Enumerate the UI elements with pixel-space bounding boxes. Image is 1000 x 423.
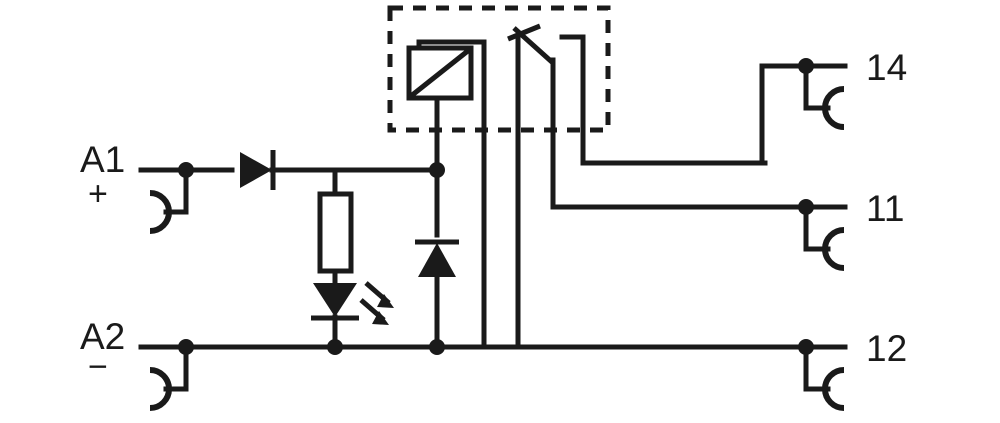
terminal-label-12: 12	[866, 328, 907, 369]
series-diode-body-icon	[240, 152, 272, 188]
freewheeling-diode-body-icon	[418, 243, 456, 277]
terminal-label-a1: A1	[80, 139, 125, 180]
led-body-icon	[313, 283, 357, 317]
terminal-polarity-a1: +	[88, 175, 108, 213]
terminal-label-14: 14	[866, 47, 907, 88]
terminal-clamp-a2-icon	[149, 367, 172, 411]
junction-dot-fwdiode-bottom	[429, 339, 445, 355]
relay-dashed-enclosure	[387, 5, 611, 133]
junction-dot-a1	[178, 162, 194, 178]
terminal-clamp-12-icon	[822, 367, 845, 411]
relay-coil-diagonal-icon	[409, 48, 471, 98]
terminal-clamp-14-icon	[822, 86, 845, 130]
junction-dot-led-bottom	[327, 339, 343, 355]
terminal-clamp-a1-icon	[149, 190, 172, 234]
led-emission-arrows-icon	[359, 281, 394, 325]
junction-dot-a2	[178, 339, 194, 355]
terminal-polarity-a2: −	[88, 348, 108, 386]
terminal-label-11: 11	[866, 188, 904, 229]
contact-pivot-bar-icon	[507, 23, 541, 42]
terminal-clamp-11-icon	[822, 227, 845, 271]
resistor-body-icon	[317, 191, 354, 274]
terminal-label-a2: A2	[80, 316, 125, 357]
